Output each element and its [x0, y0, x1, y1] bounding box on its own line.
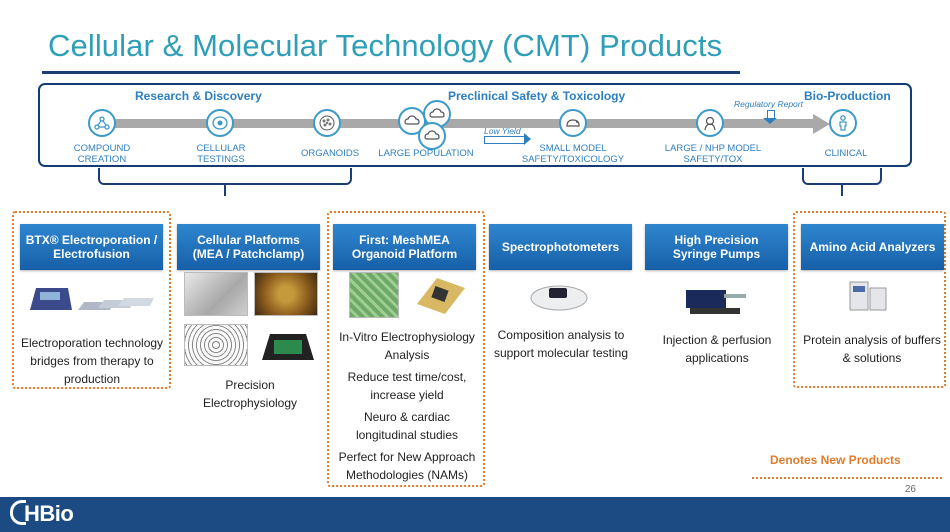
spectrophotometer-image: [527, 276, 591, 314]
regulatory-report-note: Regulatory Report: [734, 99, 803, 109]
stage-large-population: LARGE POPULATION: [378, 148, 474, 159]
product-desc-meshmea: In-Vitro Electrophysiology Analysis Redu…: [338, 330, 476, 482]
organoid-icon: [313, 109, 341, 137]
new-product-highlight-meshmea: [327, 211, 485, 487]
new-product-highlight-amino: [793, 211, 946, 388]
pipeline-panel: Research & Discovery Preclinical Safety …: [38, 83, 912, 167]
research-bracket-stem: [224, 184, 226, 196]
product-header-cellular-platforms: Cellular Platforms(MEA / Patchclamp): [177, 224, 320, 270]
footer-bar: HBio: [0, 497, 950, 532]
page-title: Cellular & Molecular Technology (CMT) Pr…: [48, 28, 723, 63]
stage-compound-creation: COMPOUND CREATION: [73, 143, 131, 165]
phase-bioproduction: Bio-Production: [804, 89, 891, 103]
stage-organoids: ORGANOIDS: [300, 148, 360, 159]
amino-acid-analyzer-image: [846, 278, 890, 312]
mea-chip-image: [254, 272, 318, 316]
pipeline-arrow-head: [813, 114, 830, 134]
mea-device-image: [256, 324, 320, 366]
new-products-legend: Denotes New Products: [770, 453, 901, 467]
stage-small-model: SMALL MODEL SAFETY/TOXICOLOGY: [521, 143, 625, 165]
bioproduction-bracket-stem: [841, 184, 843, 196]
new-products-legend-line: [752, 477, 942, 479]
molecule-icon: [88, 109, 116, 137]
product-desc-syringe-pumps: Injection & perfusion applications: [662, 333, 772, 365]
animal-icon: [559, 109, 587, 137]
product-header-amino-acid: Amino Acid Analyzers: [801, 224, 944, 270]
research-bracket: [98, 168, 352, 185]
product-desc-cellular-platforms: Precision Electrophysiology: [202, 378, 298, 410]
product-desc-spectrophotometers: Composition analysis to support molecula…: [493, 328, 629, 360]
regulatory-report-arrow: [763, 110, 777, 124]
electrode-array-image: [184, 324, 248, 366]
page-number: 26: [904, 484, 916, 495]
low-yield-arrow: [484, 133, 531, 145]
product-header-btx: BTX® Electroporation /Electrofusion: [20, 224, 163, 270]
monkey-icon: [696, 109, 724, 137]
phase-preclinical: Preclinical Safety & Toxicology: [448, 89, 626, 103]
stage-large-nhp-model: LARGE / NHP MODEL SAFETY/TOX: [664, 143, 762, 165]
bioproduction-bracket: [802, 168, 882, 185]
product-desc-amino-acid: Protein analysis of buffers & solutions: [803, 333, 941, 365]
cell-icon: [206, 109, 234, 137]
hbio-logo-mark: [10, 500, 26, 525]
person-icon: [829, 109, 857, 137]
title-underline: [42, 71, 740, 74]
hbio-logo: HBio: [10, 500, 74, 527]
meshmea-chip-image: [413, 274, 469, 318]
phase-research: Research & Discovery: [135, 89, 262, 103]
stage-cellular-testings: CELLULAR TESTINGS: [196, 143, 246, 165]
electroporator-image: [28, 280, 156, 314]
meshmea-organoid-image: [349, 272, 399, 318]
cloud-cells-icon: [418, 122, 446, 150]
stage-clinical: CLINICAL: [824, 148, 868, 159]
new-product-highlight-btx: [12, 211, 171, 389]
pipeline-arrow-shaft: [95, 119, 815, 128]
low-yield-note: Low Yield: [484, 126, 521, 136]
product-header-spectrophotometers: Spectrophotometers: [489, 224, 632, 270]
syringe-pump-image: [680, 276, 752, 318]
product-desc-btx: Electroporation technology bridges from …: [20, 336, 164, 386]
patch-clamp-image: [184, 272, 248, 316]
